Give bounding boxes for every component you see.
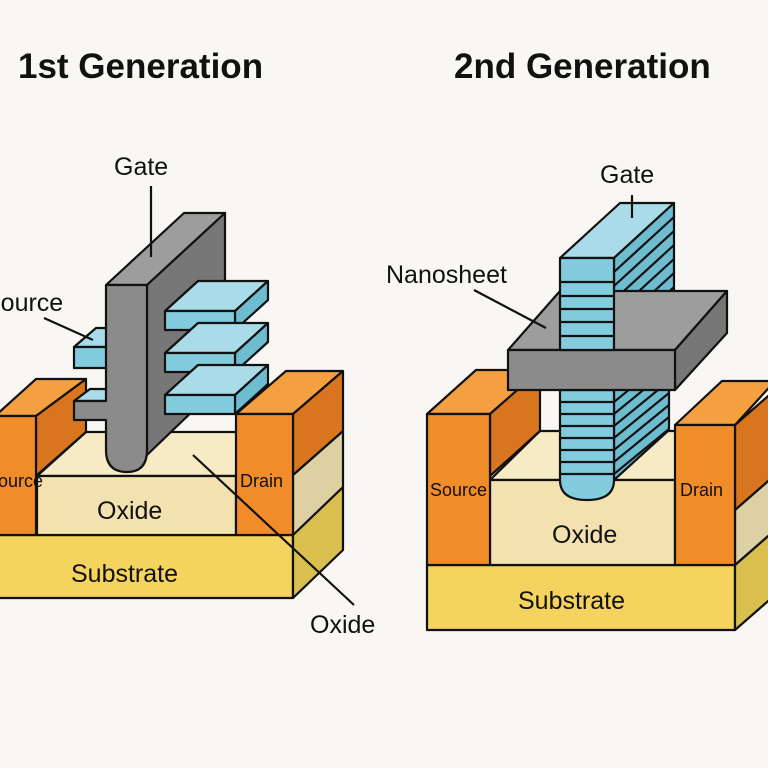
nanosheet-layer-line — [613, 404, 670, 451]
substrate-label-2: Substrate — [518, 587, 625, 615]
drain-label-2: Drain — [680, 480, 723, 500]
gate-front-face — [72, 283, 149, 474]
source-block-label-1: Source — [0, 471, 43, 491]
drain-block-2 — [673, 379, 768, 567]
gate-slab-2 — [506, 289, 729, 392]
nanosheet-label-2: Nanosheet — [386, 261, 507, 289]
oxide-inner-label-2: Oxide — [552, 521, 617, 549]
source-front-face — [0, 414, 38, 537]
oxide-callout-label-1: Oxide — [310, 611, 375, 639]
drain-block-1 — [234, 369, 345, 537]
gate-front-face — [506, 348, 677, 392]
nanosheet-layer-line — [613, 230, 675, 287]
panel-2-title: 2nd Generation — [454, 47, 711, 86]
panel-1-title: 1st Generation — [18, 47, 263, 86]
nanosheet-layer-line — [613, 416, 670, 463]
panel-2nd-generation: 2nd Generation — [386, 47, 768, 632]
source-block-label-2: Source — [430, 480, 487, 500]
nanosheet-leader-line-2 — [473, 289, 547, 329]
oxide-inner-label-1: Oxide — [97, 497, 162, 525]
fin-front-face — [72, 345, 110, 370]
substrate-label-1: Substrate — [71, 560, 178, 588]
source-callout-label-1: Source — [0, 289, 63, 317]
source-leader-line-1 — [43, 316, 94, 342]
gate-label-1: Gate — [114, 153, 168, 181]
source-front-face — [425, 412, 492, 567]
substrate-block-2 — [425, 534, 768, 632]
panel-1st-generation: 1st Generation — [0, 47, 375, 639]
fins-right-1 — [163, 279, 270, 416]
nanosheet-stack-upper-front — [558, 256, 616, 352]
fin-top-face — [72, 326, 110, 349]
gate-label-2: Gate — [600, 161, 654, 189]
nanosheet-layer-line — [613, 392, 670, 439]
oxide-block-1 — [35, 429, 345, 537]
fins-left-1 — [72, 326, 110, 403]
nanosheet-front-face — [558, 388, 616, 502]
oxide-leader-line-1 — [192, 454, 355, 606]
source-block-1 — [0, 377, 88, 537]
fin-front-face — [163, 393, 237, 416]
drain-label-1: Drain — [240, 471, 283, 491]
nanosheet-layer-line — [613, 216, 675, 273]
nanosheet-layer-line — [613, 428, 670, 475]
drain-front-face — [673, 423, 737, 567]
